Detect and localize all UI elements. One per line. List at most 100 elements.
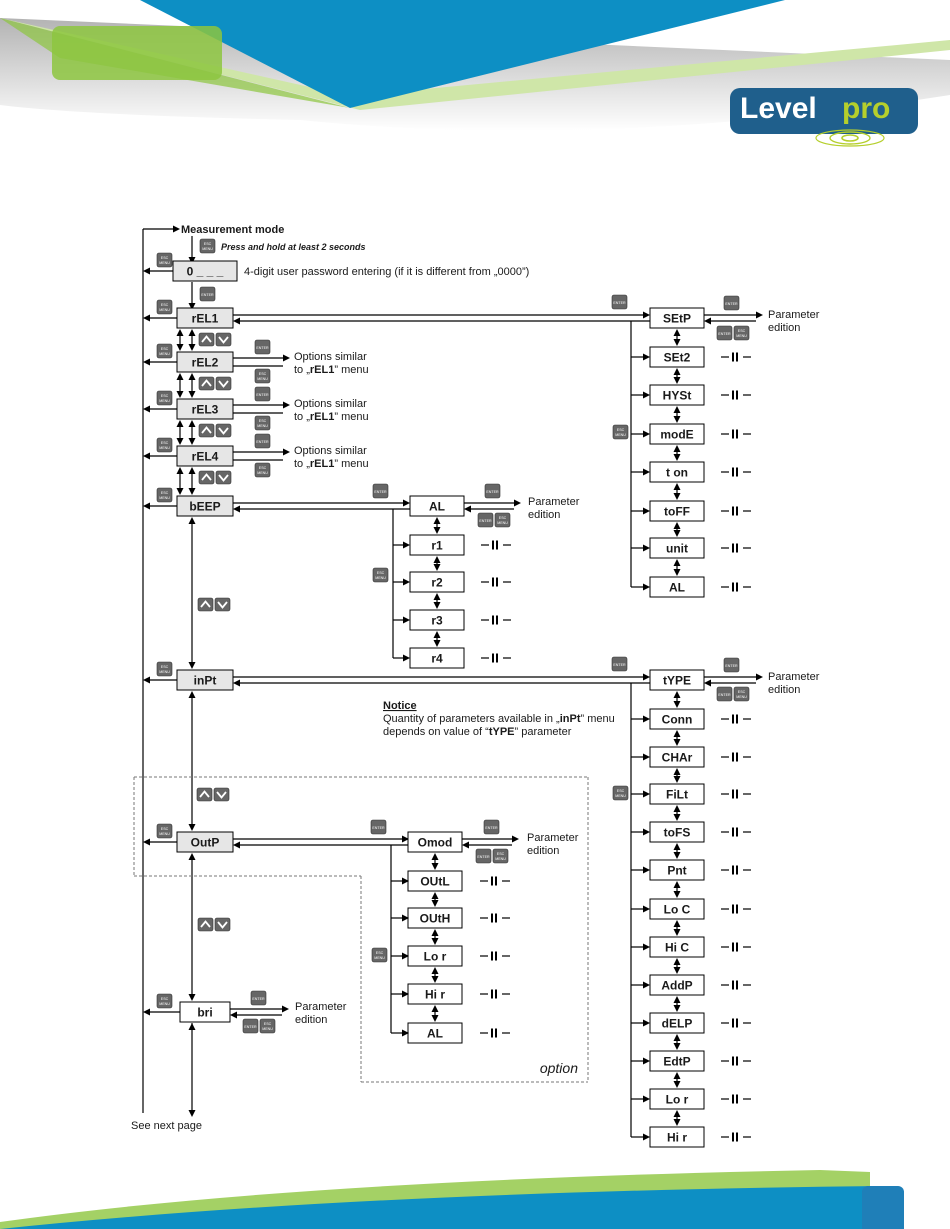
output-omod[interactable] — [407, 831, 463, 853]
arrow-right-icon — [643, 391, 650, 399]
output-lor-label: Lo r — [424, 950, 447, 964]
output-al-label: AL — [427, 1027, 443, 1041]
output-outh-label: OUtH — [420, 912, 451, 926]
measurement-mode-title: Measurement mode — [181, 224, 284, 236]
hold-mark-icon — [732, 352, 734, 362]
arrow-down-icon — [673, 416, 681, 423]
setting-set2-label: SEt2 — [664, 351, 691, 365]
svg-text:ESC: ESC — [161, 997, 169, 1001]
hold-mark-icon — [495, 876, 497, 886]
down-chevron-icon — [218, 427, 229, 435]
arrow-down-icon — [673, 929, 681, 936]
svg-text:MENU: MENU — [495, 857, 506, 861]
arrow-left-icon — [143, 405, 150, 413]
arrow-left-icon — [233, 317, 240, 325]
hold-mark-icon — [732, 980, 734, 990]
arrow-up-icon — [673, 805, 681, 812]
hold-mark-icon — [495, 1028, 497, 1038]
arrow-down-icon — [673, 493, 681, 500]
svg-text:ESC: ESC — [259, 419, 267, 423]
arrow-right-icon — [643, 905, 650, 913]
arrow-up-icon — [673, 559, 681, 566]
brand-name-part2: pro — [842, 92, 891, 125]
similar-note-3: Options similar — [294, 398, 367, 410]
input-pnt-label: Pnt — [667, 864, 686, 878]
up-chevron-icon — [201, 473, 212, 481]
arrow-up-icon — [188, 420, 196, 427]
enter-key-icon: ENTER — [723, 295, 740, 311]
arrow-up-icon — [673, 1110, 681, 1117]
arrow-up-icon — [431, 967, 439, 974]
hold-mark-icon — [732, 752, 734, 762]
up-button-icon — [197, 917, 214, 932]
arrow-left-icon — [143, 1008, 150, 1016]
svg-text:MENU: MENU — [159, 1002, 170, 1006]
arrow-left-icon — [233, 841, 240, 849]
svg-text:MENU: MENU — [615, 794, 626, 798]
similar-note-3-ref: to „rEL1” menu — [294, 411, 369, 423]
arrow-right-icon — [643, 828, 650, 836]
brand-logo: Level pro — [730, 88, 918, 148]
output-hir-label: Hi r — [425, 988, 445, 1002]
arrow-down-icon — [673, 377, 681, 384]
setting-setp[interactable] — [649, 307, 705, 329]
enter-key-icon: ENTER — [254, 433, 271, 449]
up-button-icon — [198, 470, 215, 485]
input-type[interactable] — [649, 669, 705, 691]
hold-mark-icon — [496, 540, 498, 550]
arrow-up-icon — [176, 329, 184, 336]
svg-text:ESC: ESC — [497, 852, 505, 856]
svg-text:ENTER: ENTER — [372, 826, 385, 830]
arrow-down-icon — [431, 1015, 439, 1022]
hold-mark-icon — [491, 989, 493, 999]
hold-mark-icon — [732, 865, 734, 875]
arrow-down-icon — [673, 891, 681, 898]
hold-mark-icon — [736, 904, 738, 914]
arrow-down-icon — [188, 488, 196, 495]
input-conn-label: Conn — [662, 713, 693, 727]
arrow-down-icon — [188, 824, 196, 831]
down-button-icon — [215, 423, 232, 438]
arrow-up-icon — [431, 892, 439, 899]
hold-mark-icon — [736, 789, 738, 799]
arrow-down-icon — [673, 339, 681, 346]
similar-note-4: Options similar — [294, 445, 367, 457]
arrow-down-icon — [188, 994, 196, 1001]
arrow-down-icon — [176, 344, 184, 351]
arrow-up-icon — [433, 631, 441, 638]
hold-mark-icon — [736, 390, 738, 400]
svg-text:MENU: MENU — [159, 832, 170, 836]
hold-mark-icon — [736, 467, 738, 477]
arrow-down-icon — [673, 1043, 681, 1050]
input-addp-label: AddP — [661, 979, 692, 993]
svg-text:ENTER: ENTER — [374, 490, 387, 494]
svg-text:MENU: MENU — [736, 695, 747, 699]
input-hic-label: Hi C — [665, 941, 689, 955]
svg-text:ESC: ESC — [259, 372, 267, 376]
enter-key-icon: ENTER — [250, 990, 267, 1006]
svg-text:MENU: MENU — [497, 521, 508, 525]
svg-text:MENU: MENU — [159, 261, 170, 265]
arrow-up-icon — [673, 483, 681, 490]
hold-mark-icon — [732, 1018, 734, 1028]
beep-al[interactable] — [409, 495, 465, 517]
enter-key-icon: ENTER — [199, 286, 216, 302]
output-omod-label: Omod — [418, 836, 453, 850]
arrow-right-icon — [643, 866, 650, 874]
arrow-right-icon — [643, 1133, 650, 1141]
arrow-right-icon — [643, 468, 650, 476]
svg-text:ESC: ESC — [499, 516, 507, 520]
input-delp-label: dELP — [662, 1017, 693, 1031]
arrow-right-icon — [643, 981, 650, 989]
svg-text:ENTER: ENTER — [256, 440, 269, 444]
arrow-up-icon — [433, 517, 441, 524]
setting-unit-label: unit — [666, 542, 688, 556]
svg-text:MENU: MENU — [159, 446, 170, 450]
up-button-icon — [196, 787, 213, 802]
